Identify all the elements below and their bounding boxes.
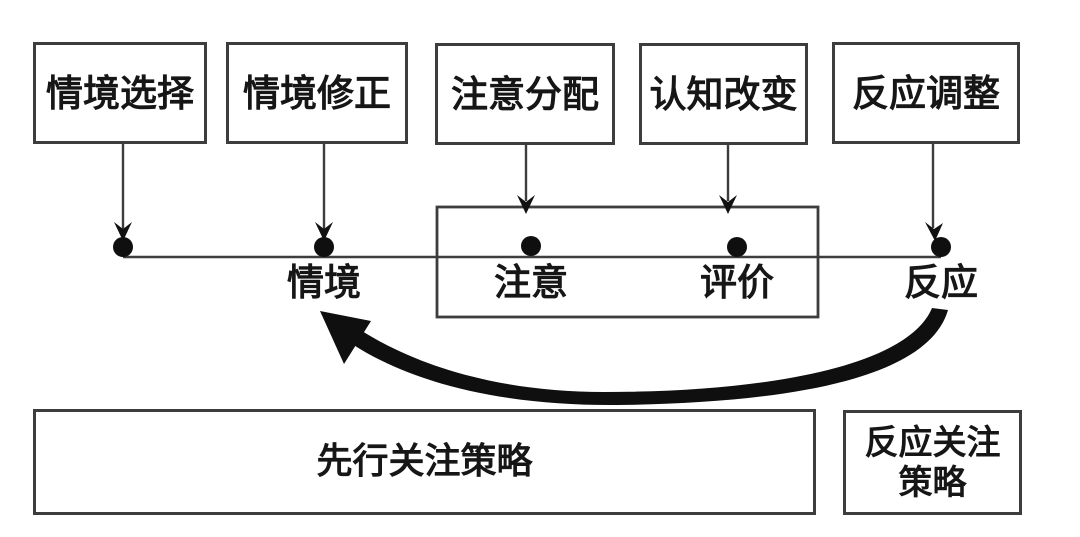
- response-focused-strategy-box: 反应关注 策略: [843, 410, 1022, 515]
- node-label-attention: 注意: [494, 260, 568, 304]
- down-arrow-cognitive-change: [719, 145, 737, 214]
- feedback-arrow-body: [352, 308, 948, 406]
- down-arrow-situation-modification: [315, 144, 333, 241]
- strategy-box-situation-selection-label: 情境选择: [46, 70, 194, 115]
- strategy-box-attention-deployment-label: 注意分配: [451, 71, 599, 116]
- response-focused-strategy-label: 反应关注 策略: [864, 422, 1001, 503]
- feedback-arrow: [320, 308, 948, 406]
- strategy-box-situation-modification: 情境修正: [226, 42, 408, 144]
- timeline-node-dot-attention: [521, 236, 541, 256]
- down-arrow-situation-selection: [114, 144, 132, 241]
- strategy-box-situation-modification-label: 情境修正: [243, 70, 391, 115]
- arrowhead-down-icon: [925, 222, 943, 241]
- strategy-box-response-modulation: 反应调整: [832, 42, 1020, 144]
- strategy-box-response-modulation-label: 反应调整: [852, 70, 1000, 115]
- arrowhead-down-icon: [114, 222, 132, 241]
- strategy-box-attention-deployment: 注意分配: [435, 43, 615, 145]
- feedback-arrowhead-icon: [320, 311, 371, 364]
- down-arrow-attention-deployment: [517, 145, 535, 214]
- node-label-response: 反应: [904, 260, 978, 304]
- timeline-node-dot-appraisal: [727, 237, 747, 257]
- timeline-node-dot: [113, 237, 133, 257]
- timeline-node-dot-situation: [314, 237, 334, 257]
- down-arrow-response-modulation: [925, 144, 943, 241]
- node-label-situation: 情境: [287, 260, 361, 304]
- arrowhead-down-icon: [517, 195, 535, 214]
- antecedent-focused-strategy-label: 先行关注策略: [316, 440, 533, 483]
- strategy-box-cognitive-change-label: 认知改变: [649, 71, 798, 116]
- antecedent-focused-strategy-box: 先行关注策略: [33, 409, 816, 515]
- arrowhead-down-icon: [315, 222, 333, 241]
- node-label-appraisal: 评价: [700, 260, 774, 304]
- strategy-box-cognitive-change: 认知改变: [639, 43, 808, 145]
- strategy-box-situation-selection: 情境选择: [33, 42, 207, 144]
- arrowhead-down-icon: [719, 195, 737, 214]
- timeline-node-dot-response: [931, 237, 951, 257]
